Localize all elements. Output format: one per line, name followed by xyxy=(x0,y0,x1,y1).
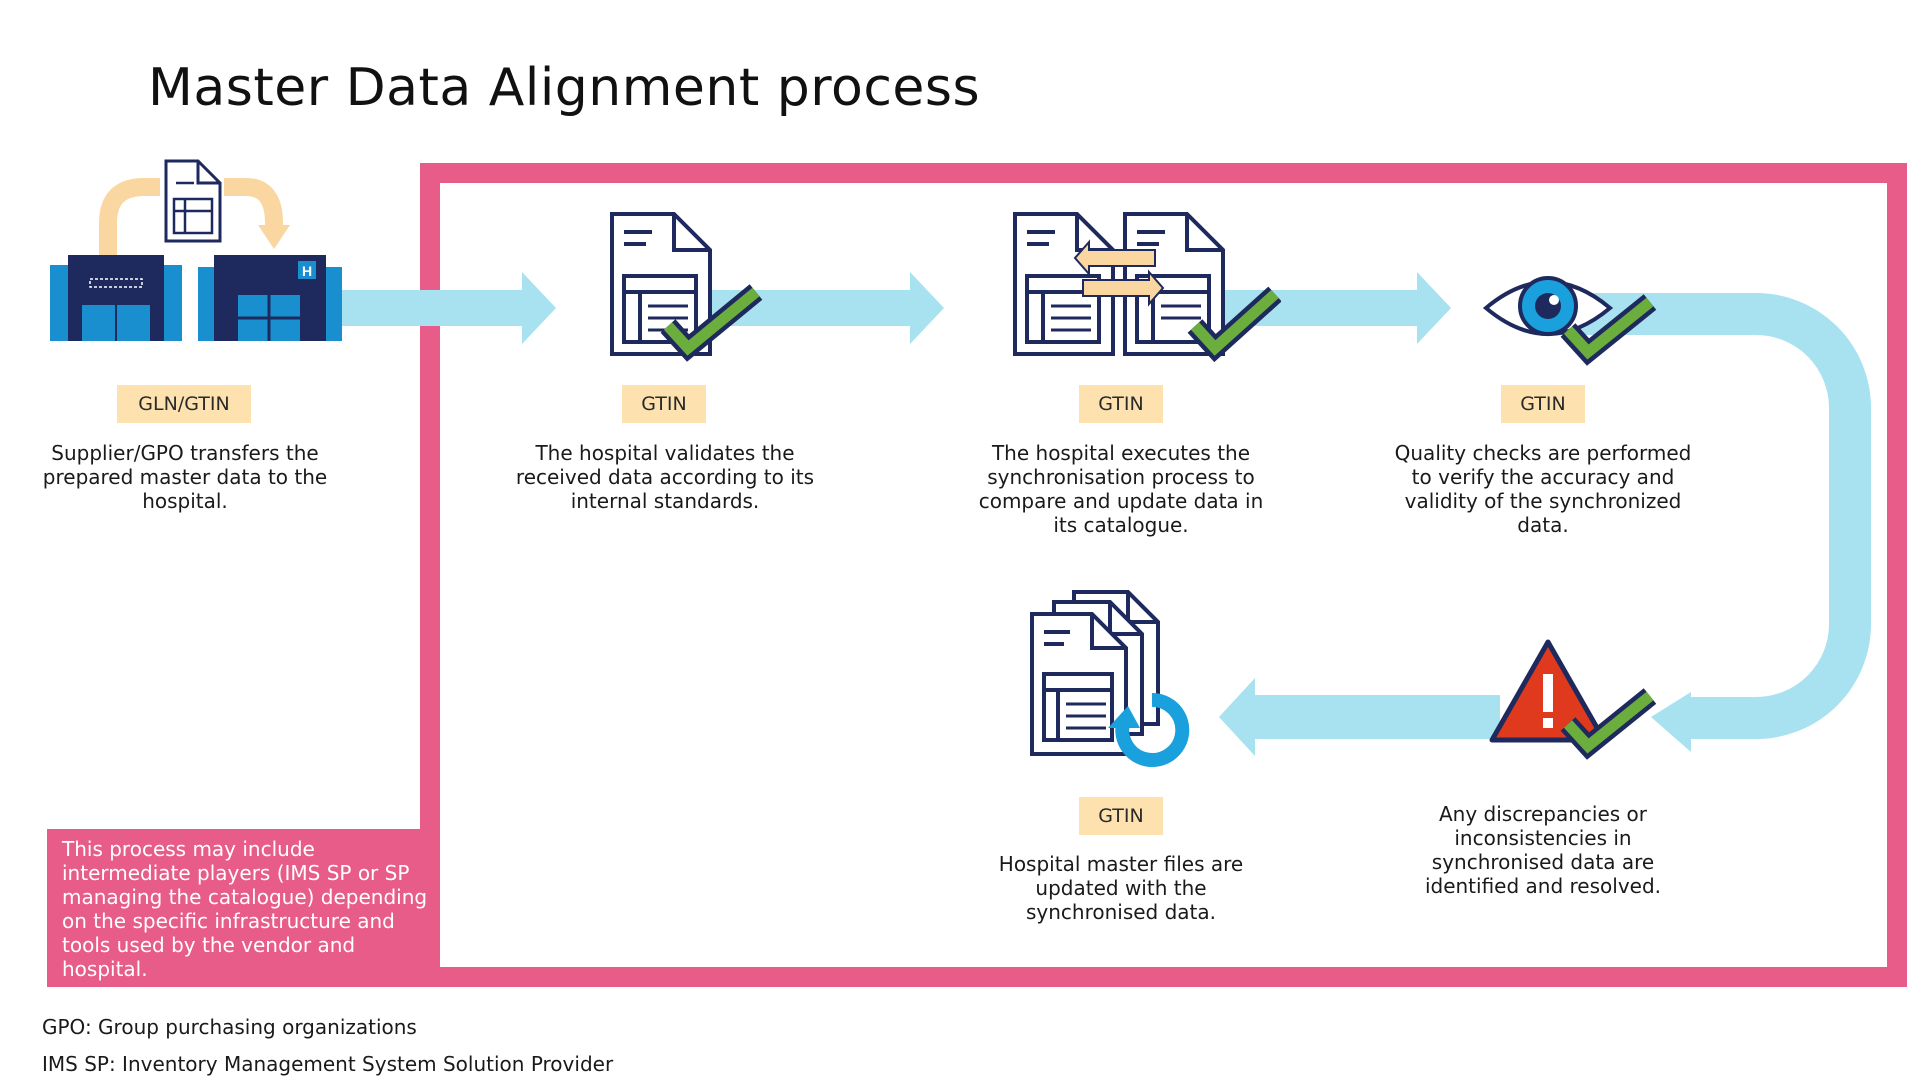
flow-arrow-3 xyxy=(1220,272,1451,344)
step-5-description: Any discrepancies or inconsistencies in … xyxy=(1424,802,1662,898)
page-title: Master Data Alignment process xyxy=(148,58,981,118)
step-4-tag: GTIN xyxy=(1501,385,1585,423)
document-sync-check-icon xyxy=(1013,212,1281,363)
supplier-hospital-transfer-icon: H xyxy=(50,159,342,341)
flow-arrow-1 xyxy=(340,272,556,344)
step-2-tag: GTIN xyxy=(622,385,706,423)
footnote-ims-sp: IMS SP: Inventory Management System Solu… xyxy=(42,1052,614,1076)
step-4-description: Quality checks are performed to verify t… xyxy=(1394,441,1692,537)
flow-arrow-return-head xyxy=(1651,692,1691,752)
step-3-tag: GTIN xyxy=(1079,385,1163,423)
documents-refresh-icon xyxy=(1030,590,1190,767)
step-1-tag: GLN/GTIN xyxy=(117,385,251,423)
flow-arrow-return xyxy=(1560,293,1871,739)
flow-arrow-5 xyxy=(1219,678,1500,756)
intermediate-players-note: This process may include intermediate pl… xyxy=(47,829,438,987)
step-1-description: Supplier/GPO transfers the prepared mast… xyxy=(42,441,328,513)
eye-check-icon xyxy=(1482,276,1657,366)
step-6-tag: GTIN xyxy=(1079,797,1163,835)
step-2-description: The hospital validates the received data… xyxy=(515,441,815,513)
flow-arrow-2 xyxy=(700,272,944,344)
step-6-description: Hospital master files are updated with t… xyxy=(998,852,1244,924)
svg-text:H: H xyxy=(302,263,312,279)
footnote-gpo: GPO: Group purchasing organizations xyxy=(42,1015,417,1039)
warning-check-icon xyxy=(1489,639,1656,760)
step-3-description: The hospital executes the synchronisatio… xyxy=(978,441,1264,537)
document-check-icon xyxy=(610,212,763,362)
